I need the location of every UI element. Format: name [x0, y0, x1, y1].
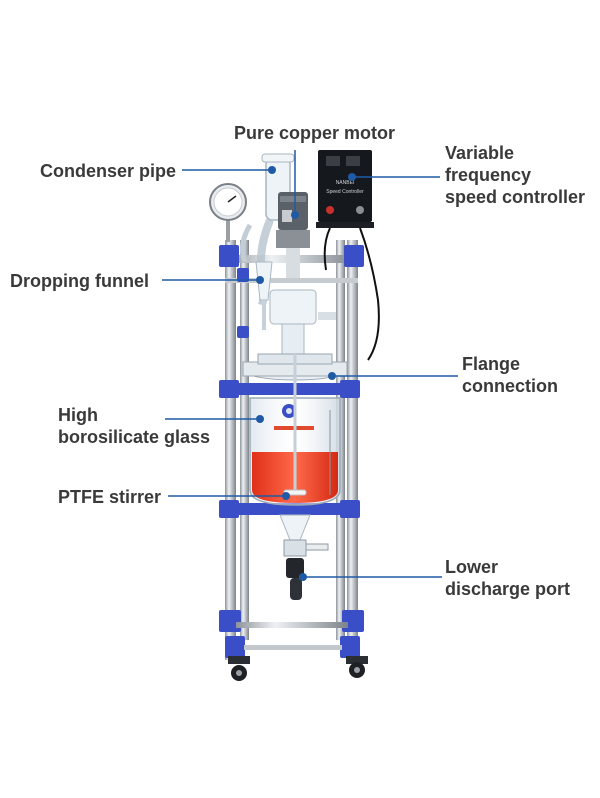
caster-left: [228, 656, 250, 681]
dropping-funnel: [255, 261, 273, 330]
label-line: connection: [462, 376, 559, 396]
label-dropping-funnel: Dropping funnel: [10, 270, 149, 292]
label-flange-connection: Flange connection: [462, 353, 592, 397]
upper-crossbar: [225, 278, 358, 283]
label-condenser-pipe: Condenser pipe: [40, 160, 176, 182]
label-line: frequency: [445, 165, 532, 185]
label-line: Flange: [462, 354, 521, 374]
label-speed-controller: Variable frequency speed controller: [445, 142, 600, 208]
speed-controller-box: NANBEI Speed Controller: [316, 150, 374, 228]
reactor-neck: [269, 289, 336, 355]
label-borosilicate-glass: High borosilicate glass: [58, 404, 238, 448]
frame-rod-left-outer: [225, 240, 236, 660]
controller-cable: [359, 227, 380, 361]
label-line: Variable: [445, 143, 515, 163]
label-ptfe-stirrer: PTFE stirrer: [58, 486, 161, 508]
label-lower-discharge-port: Lower discharge port: [445, 556, 600, 600]
label-line: borosilicate glass: [58, 427, 211, 447]
controller-cable-2: [323, 227, 331, 271]
copper-motor: [276, 192, 310, 278]
leader-lines: [162, 150, 458, 581]
frame-rod-left-inner: [240, 240, 249, 640]
controller-title: Speed Controller: [326, 189, 364, 195]
base-bar-back: [244, 645, 342, 650]
frame-rod-right-outer: [347, 240, 358, 660]
pressure-gauge: [209, 183, 247, 242]
label-line: High: [58, 405, 98, 425]
label-text: Condenser pipe: [40, 161, 177, 181]
label-text: PTFE stirrer: [58, 487, 162, 507]
label-line: discharge port: [445, 579, 571, 599]
label-text: Dropping funnel: [10, 271, 149, 291]
discharge-valve: [279, 514, 329, 600]
label-line: speed controller: [445, 187, 586, 207]
label-pure-copper-motor: Pure copper motor: [234, 122, 395, 144]
label-text: Pure copper motor: [234, 123, 396, 143]
controller-brand: NANBEI: [336, 180, 355, 186]
caster-right: [346, 656, 368, 678]
label-line: Lower: [445, 557, 499, 577]
frame-clamps: [219, 245, 364, 658]
base-bar-front: [236, 622, 348, 628]
